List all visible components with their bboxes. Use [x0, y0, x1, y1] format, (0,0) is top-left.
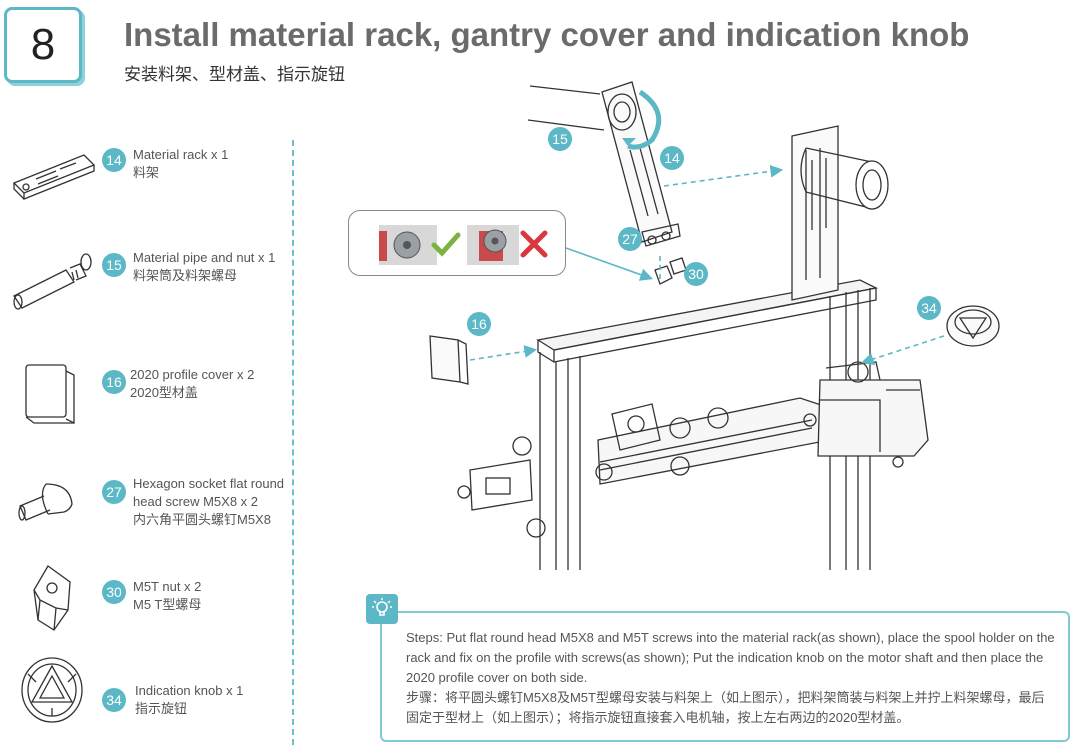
part-badge: 15 [102, 253, 126, 277]
callout-badge-30: 30 [684, 262, 708, 286]
material-rack-thumbnail [12, 154, 96, 200]
part-label-en: Hexagon socket flat round [133, 476, 285, 491]
cross-icon [520, 230, 548, 258]
indication-knob-thumbnail [21, 657, 83, 723]
hex-screw-thumbnail [18, 483, 73, 521]
steps-text-en: Steps: Put flat round head M5X8 and M5T … [406, 630, 1055, 685]
screw-orientation-illustration [379, 225, 519, 265]
steps-text-zh: 步骤：将平圆头螺钉M5X8及M5T型螺母安装与料架上（如上图示），把料架筒装与料… [406, 690, 1045, 725]
part-label-zh: 指示旋钮 [135, 701, 188, 716]
part-item-material-pipe: 15 Material pipe and nut x 1 料架筒及料架螺母 [0, 228, 292, 318]
step-number-box: 8 [4, 7, 82, 83]
part-label-zh: M5 T型螺母 [133, 597, 202, 612]
part-label: 2020 profile cover x 2 2020型材盖 [130, 366, 254, 402]
callout-badge-27: 27 [618, 227, 642, 251]
profile-cover-thumbnail [25, 364, 75, 425]
part-item-profile-cover: 16 2020 profile cover x 2 2020型材盖 [0, 345, 292, 435]
screw-orientation-inset [348, 210, 566, 276]
part-label-en: Indication knob x 1 [135, 683, 244, 698]
part-label: M5T nut x 2 M5 T型螺母 [133, 578, 201, 614]
part-label-en: Material pipe and nut x 1 [133, 250, 276, 265]
part-item-indication-knob: 34 Indication knob x 1 指示旋钮 [0, 657, 292, 750]
part-label-zh: 料架 [133, 165, 160, 180]
part-item-t-nut: 30 M5T nut x 2 M5 T型螺母 [0, 560, 292, 650]
material-pipe-thumbnail [13, 253, 92, 310]
step-number: 8 [30, 20, 56, 69]
part-label-en: 2020 profile cover x 2 [130, 367, 255, 382]
part-label-en: M5T nut x 2 [133, 579, 202, 594]
part-label: Material pipe and nut x 1 料架筒及料架螺母 [133, 249, 275, 285]
part-badge: 14 [102, 148, 126, 172]
t-nut-thumbnail [33, 565, 71, 631]
callout-badge-15: 15 [548, 127, 572, 151]
callout-badge-14: 14 [660, 146, 684, 170]
part-label: Hexagon socket flat round head screw M5X… [133, 475, 284, 529]
part-badge: 16 [102, 370, 126, 394]
part-label: Indication knob x 1 指示旋钮 [135, 682, 243, 718]
assembly-illustration [429, 81, 1000, 570]
part-label-zh: 内六角平圆头螺钉M5X8 [133, 512, 271, 527]
part-badge: 30 [102, 580, 126, 604]
part-badge: 27 [102, 480, 126, 504]
part-item-hex-screw: 27 Hexagon socket flat round head screw … [0, 468, 292, 558]
part-label-en: head screw M5X8 x 2 [133, 494, 259, 509]
part-item-material-rack: 14 Material rack x 1 料架 [0, 125, 292, 215]
steps-panel [380, 611, 1070, 742]
part-badge: 34 [102, 688, 126, 712]
part-label-zh: 2020型材盖 [130, 385, 198, 400]
callout-badge-16: 16 [467, 312, 491, 336]
callout-badge-34: 34 [917, 296, 941, 320]
part-label-zh: 料架筒及料架螺母 [133, 268, 238, 283]
page-title: Install material rack, gantry cover and … [124, 16, 970, 53]
page-subtitle: 安装料架、型材盖、指示旋钮 [124, 65, 345, 84]
section-divider [292, 140, 294, 745]
steps-text: Steps: Put flat round head M5X8 and M5T … [406, 628, 1056, 728]
lightbulb-icon [366, 594, 398, 624]
check-icon [431, 232, 461, 257]
part-label-en: Material rack x 1 [133, 147, 229, 162]
part-label: Material rack x 1 料架 [133, 146, 228, 182]
